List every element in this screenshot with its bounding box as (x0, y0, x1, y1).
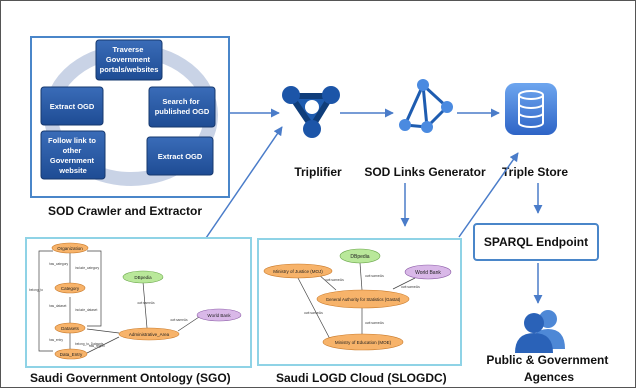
sgo-node-world-bank: World Bank (207, 313, 231, 318)
svg-text:has_region: has_region (89, 344, 105, 348)
crawler-step-search: Search for published OGD (148, 86, 216, 128)
agencies-label: Public & Government Agences (486, 353, 611, 384)
svg-text:has_dataset: has_dataset (49, 304, 66, 308)
svg-text:Extract OGD: Extract OGD (158, 152, 203, 161)
crawler-panel: Traverse Government portals/websites Ext… (30, 36, 230, 198)
sgo-node-data-entry: Data_Entry (60, 352, 83, 357)
svg-text:owl:sameAs: owl:sameAs (365, 321, 384, 325)
slogdc-node-dbpedia: DBpedia (350, 254, 369, 260)
sgo-node-organization: Organization (57, 246, 83, 251)
svg-text:owl:sameAs: owl:sameAs (325, 278, 344, 282)
triple-store-label: Triple Store (502, 165, 568, 179)
svg-text:belong_to: belong_to (29, 288, 43, 292)
sgo-node-dbpedia: DBpedia (134, 275, 152, 280)
links-generator-label: SOD Links Generator (364, 165, 486, 179)
slogdc-node-world-bank: World Bank (415, 270, 441, 276)
sgo-node-datasets: Datasets (61, 326, 80, 331)
slogdc-node-moj: Ministry of Justice (MOJ) (273, 269, 323, 274)
sparql-endpoint-box: SPARQL Endpoint (473, 223, 599, 261)
users-icon (515, 310, 565, 353)
crawler-step-traverse: Traverse Government portals/websites (95, 39, 163, 81)
svg-text:has_entry: has_entry (49, 338, 63, 342)
svg-text:owl:sameAs: owl:sameAs (304, 311, 323, 315)
sgo-panel: Organization Category Datasets Data_Entr… (25, 237, 252, 368)
svg-text:Follow link to other: Follow link to other Government website (48, 136, 98, 175)
slogdc-node-moe: Ministry of Education (MOE) (335, 340, 392, 345)
sgo-node-category: Category (61, 286, 80, 291)
svg-text:SPARQL Endpoint: SPARQL Endpoint (484, 235, 588, 249)
flow-arrows (205, 108, 543, 304)
crawler-step-extract-2: Extract OGD (146, 136, 214, 176)
crawler-caption: SOD Crawler and Extractor (48, 204, 202, 218)
slogdc-caption: Saudi LOGD Cloud (SLOGDC) (276, 371, 447, 385)
svg-text:owl:sameAs: owl:sameAs (137, 301, 155, 305)
slogdc-node-gastat: General Authority for Statistics (Gastat… (326, 297, 401, 302)
svg-text:Traverse Government: Traverse Government portals/websites (100, 45, 159, 74)
sgo-caption: Saudi Government Ontology (SGO) (30, 371, 231, 385)
crawler-step-follow: Follow link to other Government website (40, 130, 106, 180)
svg-text:Search for published O: Search for published OGD (155, 97, 210, 116)
sgo-node-admin-area: Administrative_Area (129, 332, 170, 337)
crawler-step-extract-1: Extract OGD (40, 86, 104, 126)
svg-text:belong_to_Datasets: belong_to_Datasets (75, 342, 104, 346)
slogdc-panel: DBpedia Ministry of Justice (MOJ) World … (257, 238, 462, 366)
svg-text:include_dataset: include_dataset (75, 308, 97, 312)
svg-text:owl:sameAs: owl:sameAs (170, 318, 188, 322)
triplifier-label: Triplifier (294, 165, 342, 179)
svg-text:Extract OGD: Extract OGD (50, 102, 95, 111)
svg-text:has_category: has_category (49, 262, 69, 266)
svg-text:owl:sameAs: owl:sameAs (365, 274, 384, 278)
triple-store-icon (505, 83, 557, 135)
svg-text:owl:sameAs: owl:sameAs (401, 285, 420, 289)
links-generator-icon (399, 79, 453, 133)
svg-text:include_category: include_category (75, 266, 100, 270)
triplifier-icon (282, 86, 340, 138)
